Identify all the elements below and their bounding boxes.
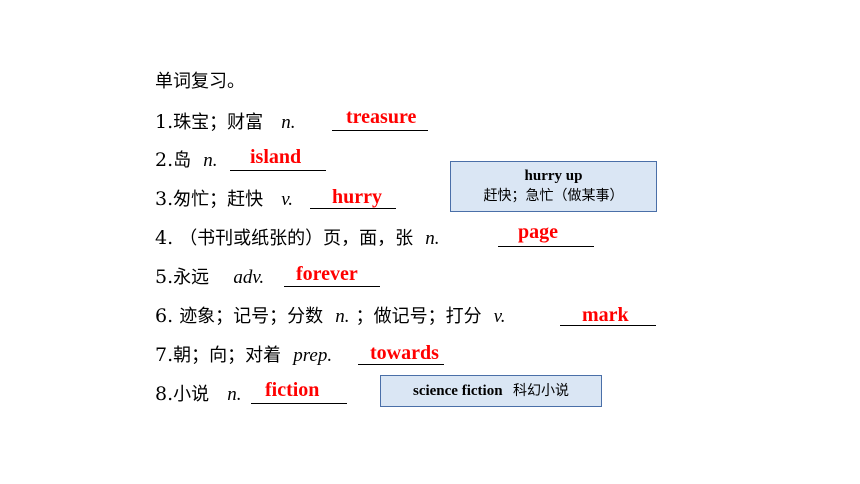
answer-blank [332,130,428,131]
item-number: 7. [155,344,174,366]
note-box-hurry-up: hurry up 赶快；急忙（做某事） [450,161,657,212]
part-of-speech: adv. [233,267,265,288]
item-6: 6. 迹象；记号；分数 n. ；做记号；打分 v. [155,304,505,329]
answer-blank [284,286,380,287]
answer-blank [230,170,326,171]
note-box-science-fiction: science fiction 科幻小说 [380,375,602,407]
answer-text: island [250,146,302,168]
answer-text: hurry [332,186,382,208]
item-number: 3. [155,188,174,210]
item-number: 6. [155,305,174,327]
answer-blank [498,246,594,247]
answer-text: mark [582,304,629,326]
item-number: 1. [155,111,174,133]
note-phrase: hurry up [524,168,583,184]
item-8: 8.小说 n. [155,382,242,407]
answer-text: treasure [346,106,417,128]
item-chinese: 珠宝；财富 [173,112,264,133]
item-chinese: （书刊或纸张的）页，面，张 [179,228,414,249]
answer-text: page [518,221,558,243]
answer-blank [310,208,396,209]
item-number: 2. [155,149,174,171]
item-chinese: 朝；向；对着 [173,345,282,366]
part-of-speech: v. [281,189,294,210]
item-chinese: 迹象；记号；分数 [179,306,324,327]
item-number: 5. [155,266,174,288]
part-of-speech: n. [425,228,440,249]
answer-text: fiction [265,379,320,401]
part-of-speech: n. [227,384,242,405]
item-chinese: 岛 [173,150,192,171]
item-4: 4. （书刊或纸张的）页，面，张 n. [155,226,440,251]
answer-text: towards [370,342,439,364]
item-number: 8. [155,383,174,405]
item-chinese: 匆忙；赶快 [173,189,264,210]
item-chinese-verb: ；做记号；打分 [355,306,482,327]
note-meaning: 科幻小说 [513,383,569,399]
answer-blank [251,403,347,404]
item-5: 5.永远 adv. [155,265,264,290]
item-chinese: 小说 [173,384,210,405]
part-of-speech: n. [335,306,350,327]
note-meaning: 赶快；急忙（做某事） [483,188,624,204]
answer-text: forever [296,263,358,285]
answer-blank [560,325,656,326]
answer-blank [358,364,444,365]
item-3: 3.匆忙；赶快 v. [155,187,293,212]
part-of-speech: n. [203,150,218,171]
item-1: 1.珠宝；财富 n. [155,110,296,135]
part-of-speech: n. [281,112,296,133]
item-7: 7.朝；向；对着 prep. [155,343,332,368]
item-number: 4. [155,227,174,249]
heading: 单词复习。 [155,71,245,92]
part-of-speech: prep. [293,345,333,366]
item-chinese: 永远 [173,267,210,288]
note-phrase: science fiction [412,383,503,399]
part-of-speech-verb: v. [493,306,506,327]
item-2: 2.岛 n. [155,148,217,173]
